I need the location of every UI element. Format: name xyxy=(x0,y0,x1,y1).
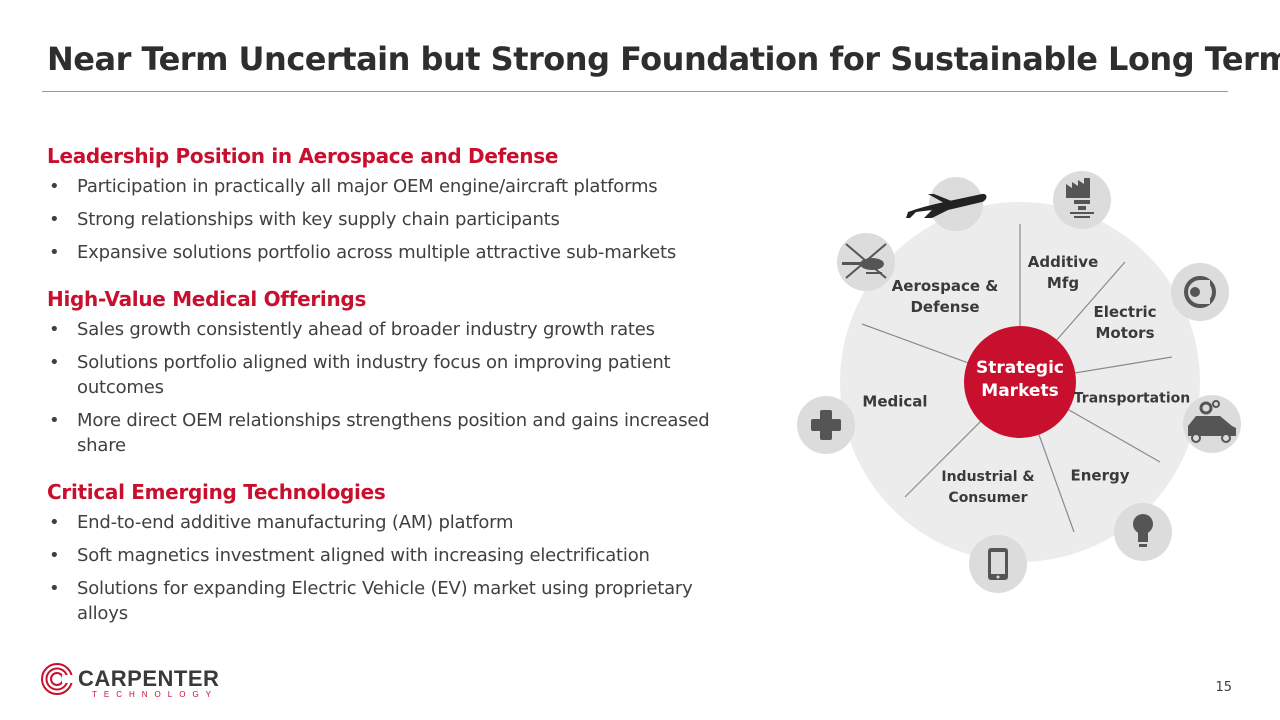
bullet-list: Participation in practically all major O… xyxy=(47,174,747,265)
center-label: Strategic Markets xyxy=(976,358,1064,401)
bullet-list: End-to-end additive manufacturing (AM) p… xyxy=(47,510,747,626)
bullet-item: Solutions for expanding Electric Vehicle… xyxy=(47,576,747,626)
helicopter-icon xyxy=(837,233,895,291)
logo-subtitle: TECHNOLOGY xyxy=(92,690,219,699)
bullet-item: End-to-end additive manufacturing (AM) p… xyxy=(47,510,747,535)
section-emerging-tech: Critical Emerging Technologies End-to-en… xyxy=(47,480,747,626)
factory-icon xyxy=(1053,171,1111,229)
company-logo: CARPENTER TECHNOLOGY xyxy=(40,662,219,700)
center-circle xyxy=(964,326,1076,438)
motor-icon xyxy=(1171,263,1229,321)
bullet-item: Strong relationships with key supply cha… xyxy=(47,207,747,232)
bullet-item: More direct OEM relationships strengthen… xyxy=(47,408,747,458)
bullet-item: Sales growth consistently ahead of broad… xyxy=(47,317,747,342)
diagram-graphic xyxy=(797,171,1241,593)
strategic-markets-diagram: Aerospace & Defense Additive Mfg Electri… xyxy=(770,160,1250,620)
title-divider xyxy=(42,91,1228,92)
segment-label-transportation: Transportation xyxy=(1073,390,1191,407)
section-medical: High-Value Medical Offerings Sales growt… xyxy=(47,287,747,458)
segment-label-energy: Energy xyxy=(1070,466,1130,485)
bullet-item: Expansive solutions portfolio across mul… xyxy=(47,240,747,265)
lightbulb-icon xyxy=(1114,503,1172,561)
medical-cross-icon xyxy=(797,396,855,454)
segment-label-medical: Medical xyxy=(862,392,928,411)
logo-mark-icon xyxy=(41,663,74,695)
page-number: 15 xyxy=(1215,680,1232,695)
content-column: Leadership Position in Aerospace and Def… xyxy=(47,144,747,648)
bullet-item: Solutions portfolio aligned with industr… xyxy=(47,350,747,400)
section-heading: Leadership Position in Aerospace and Def… xyxy=(47,144,559,168)
section-heading: Critical Emerging Technologies xyxy=(47,480,386,504)
smartphone-icon xyxy=(969,535,1027,593)
bullet-item: Participation in practically all major O… xyxy=(47,174,747,199)
segment-label-electric-motors: Electric Motors xyxy=(1093,303,1157,342)
airplane-icon xyxy=(906,193,987,218)
segment-label-aerospace: Aerospace & Defense xyxy=(891,277,999,316)
slide-title: Near Term Uncertain but Strong Foundatio… xyxy=(47,40,1280,78)
segment-label-additive: Additive Mfg xyxy=(1027,253,1099,292)
car-icon xyxy=(1183,395,1241,453)
segment-label-industrial: Industrial & Consumer xyxy=(941,469,1035,506)
section-heading: High-Value Medical Offerings xyxy=(47,287,367,311)
logo-wordmark: CARPENTER xyxy=(78,666,220,691)
section-aerospace: Leadership Position in Aerospace and Def… xyxy=(47,144,747,265)
bullet-item: Soft magnetics investment aligned with i… xyxy=(47,543,747,568)
bullet-list: Sales growth consistently ahead of broad… xyxy=(47,317,747,458)
divider-lines xyxy=(861,224,1173,533)
